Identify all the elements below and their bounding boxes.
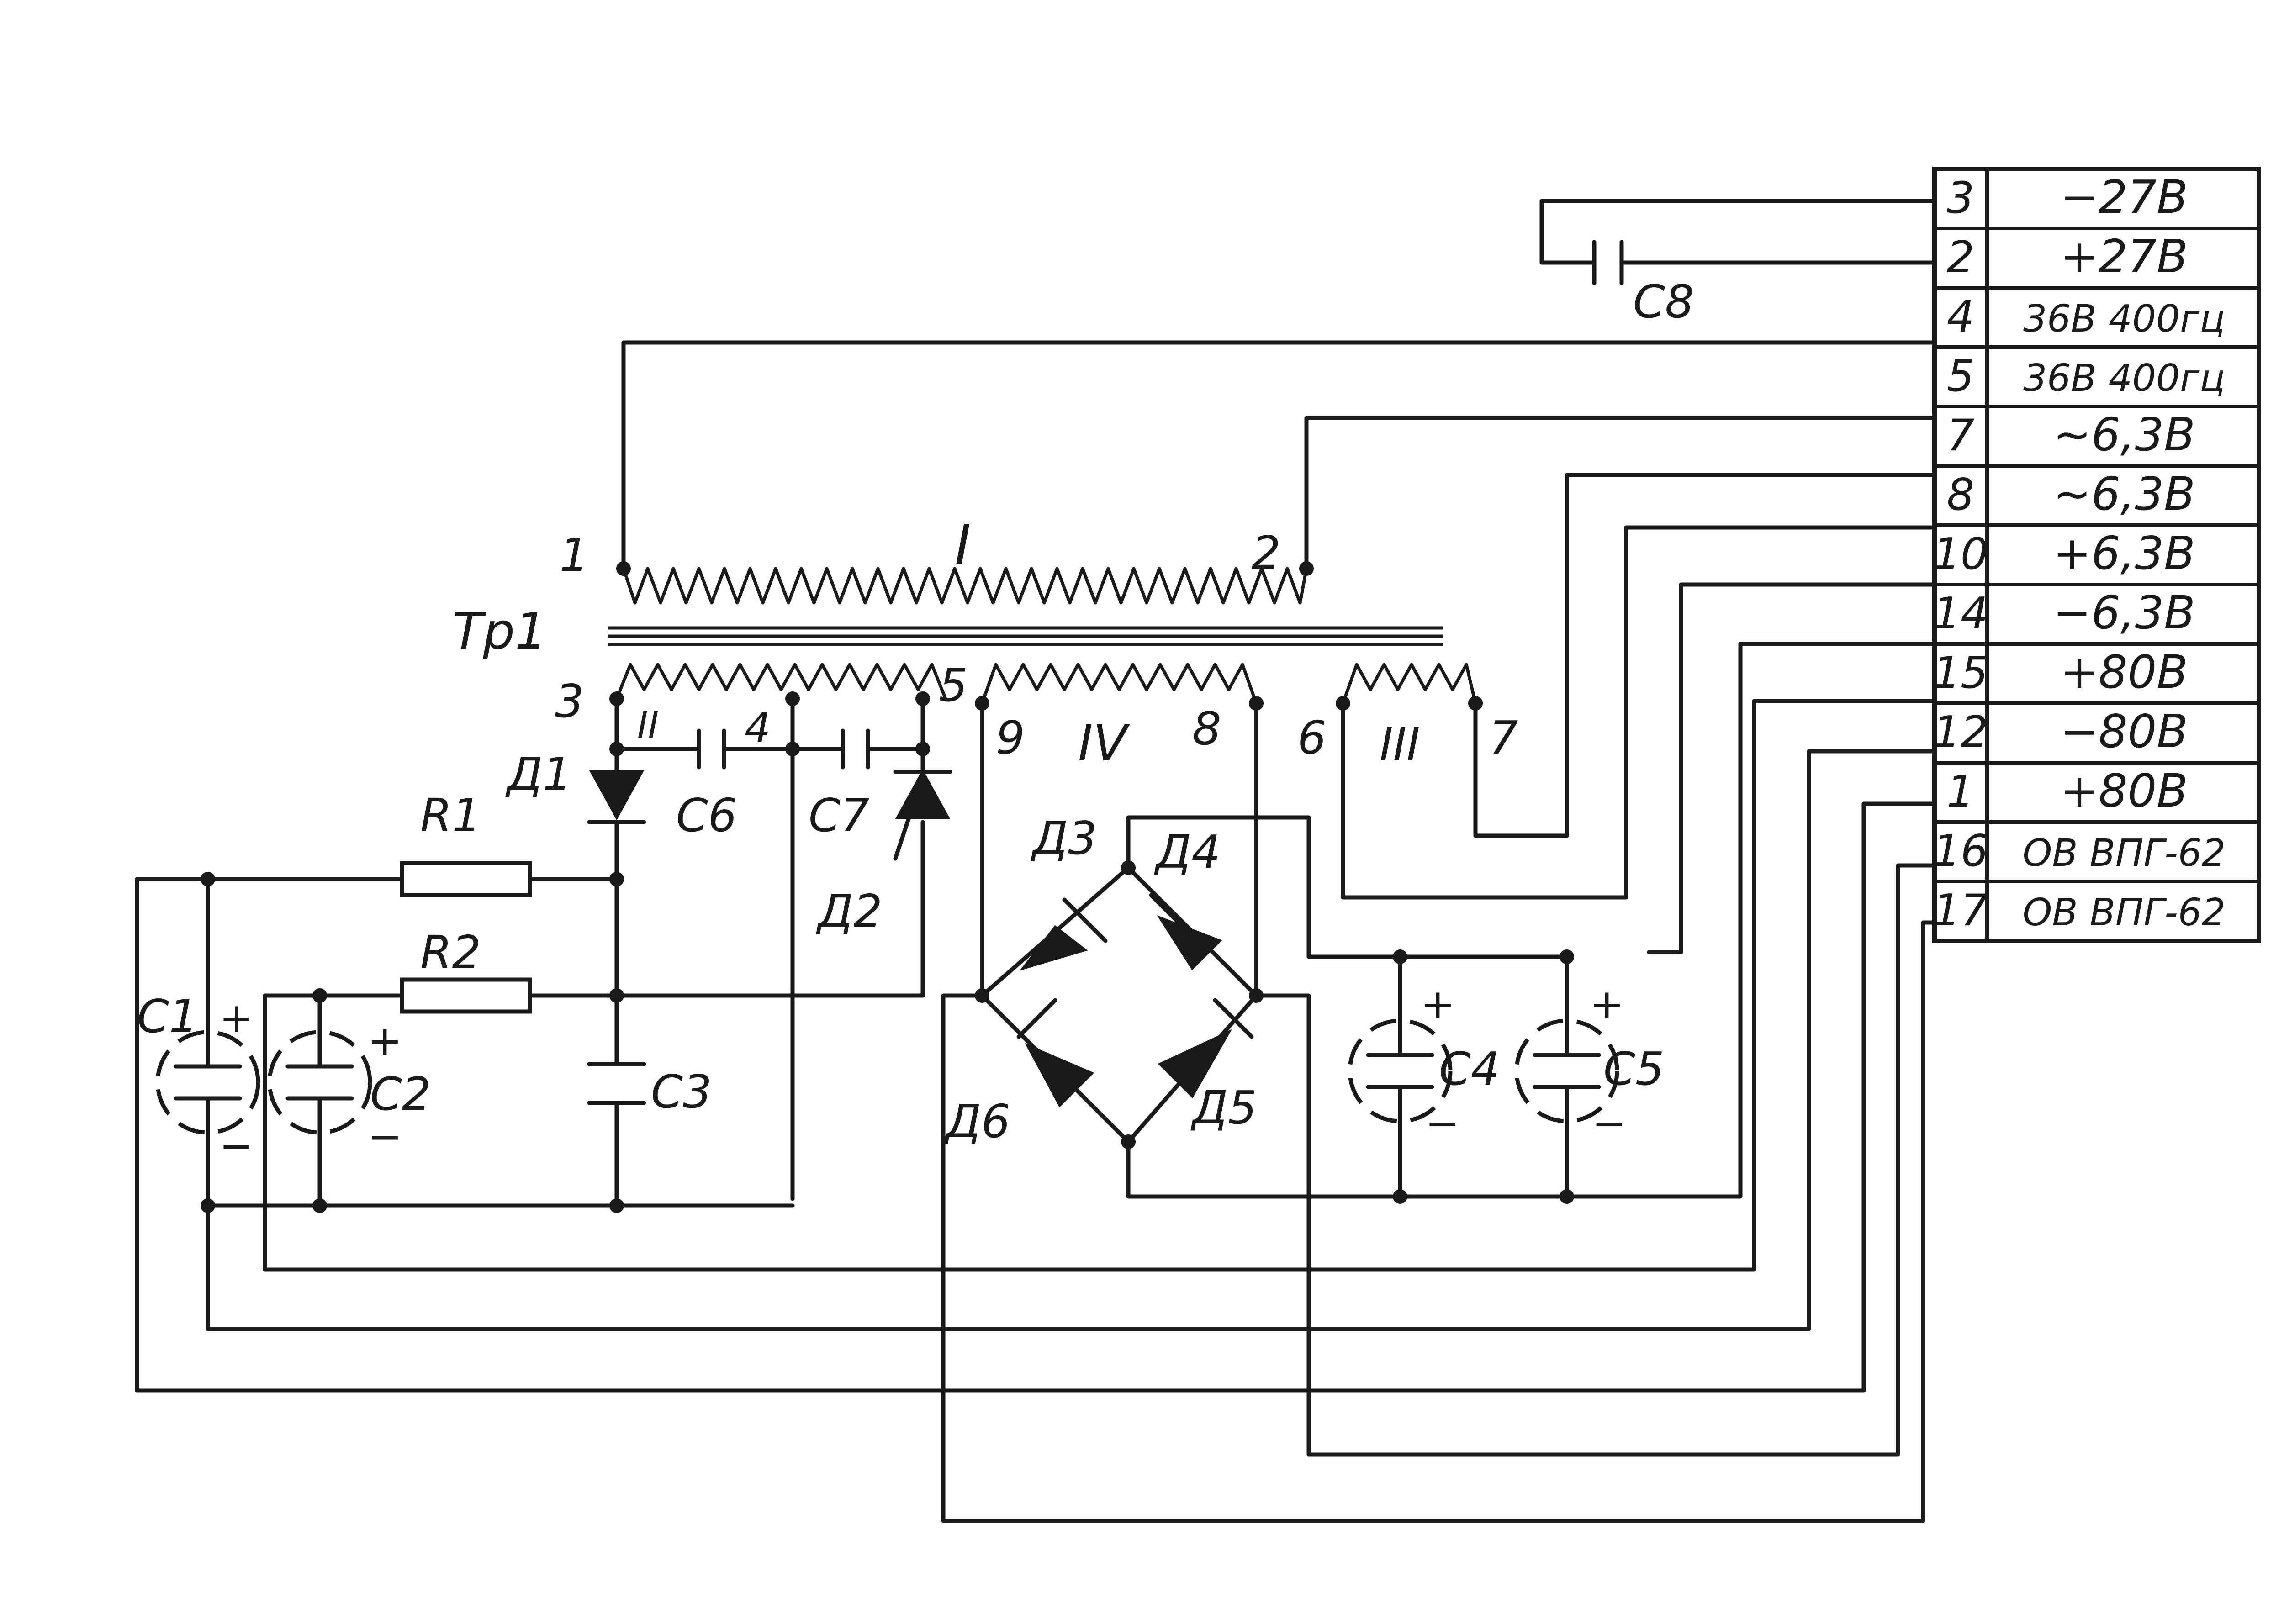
c1-label: C1 <box>137 990 198 1043</box>
c1-plus: + <box>219 994 254 1042</box>
c2-minus: − <box>368 1113 402 1161</box>
terminal-pin-4: 4 <box>1947 292 1974 342</box>
d2-label: Д2 <box>816 885 883 938</box>
terminal-label-7: ∼6,3В <box>2053 408 2195 461</box>
c6-label: C6 <box>676 789 737 842</box>
terminal-label-8: ∼6,3В <box>2053 467 2195 521</box>
capacitor-c1 <box>155 1030 260 1135</box>
c5-minus: − <box>1592 1099 1626 1147</box>
diode-d3 <box>1019 897 1108 971</box>
pin-6-label: 6 <box>1297 711 1327 765</box>
components <box>155 240 1624 1135</box>
pin-1-label: 1 <box>560 528 589 582</box>
diode-d2 <box>893 769 952 861</box>
capacitor-c6 <box>697 728 726 770</box>
pin-8-label: 8 <box>1192 702 1221 755</box>
terminal-pin-1: 1 <box>1947 767 1974 817</box>
wiring <box>135 199 1937 1523</box>
r2-label: R2 <box>420 926 481 979</box>
terminal-block: 3 −27В 2 +27В 4 36В 400гц 5 36В 400гц 7 ∼6,3В 8 ∼6,… <box>1932 167 2261 943</box>
c4-minus: − <box>1425 1099 1459 1147</box>
capacitor-c3 <box>587 1062 646 1105</box>
d1-label: Д1 <box>505 748 572 801</box>
terminal-pin-8: 8 <box>1947 470 1974 520</box>
c3-label: C3 <box>651 1065 712 1118</box>
terminal-pin-2: 2 <box>1947 232 1974 283</box>
winding-iii-label: III <box>1380 718 1420 771</box>
terminal-label-17: ОВ ВПГ-62 <box>2023 891 2226 934</box>
diode-d4 <box>1149 893 1222 970</box>
c4-label: C4 <box>1439 1042 1500 1096</box>
terminal-label-2: +27В <box>2060 230 2188 283</box>
terminal-pin-17: 17 <box>1933 886 1988 936</box>
terminal-label-4: 36В 400гц <box>2023 297 2225 341</box>
d5-label: Д5 <box>1190 1081 1257 1134</box>
capacitor-c8 <box>1592 240 1624 285</box>
terminal-label-10: +6,3В <box>2053 527 2195 580</box>
terminal-pin-15: 15 <box>1933 648 1988 698</box>
diode-d1 <box>587 770 646 824</box>
pin-7-label: 7 <box>1489 711 1518 765</box>
terminal-pin-7: 7 <box>1947 411 1974 461</box>
terminal-pin-10: 10 <box>1933 529 1988 580</box>
pin-3-label: 3 <box>555 675 584 728</box>
c1-minus: − <box>219 1122 254 1170</box>
tr1-label: Тр1 <box>452 602 547 660</box>
c7-label: C7 <box>809 789 869 842</box>
c8-label: C8 <box>1633 275 1694 328</box>
winding-i <box>622 567 1308 605</box>
terminal-label-15: +80В <box>2060 645 2188 699</box>
capacitor-c2 <box>267 1030 372 1135</box>
terminal-label-14: −6,3В <box>2053 586 2195 639</box>
terminal-label-5: 36В 400гц <box>2023 357 2225 400</box>
junctions <box>201 561 1574 1213</box>
terminal-label-12: −80В <box>2060 705 2188 758</box>
c5-label: C5 <box>1603 1042 1664 1096</box>
resistor-r1 <box>400 861 532 897</box>
d3-label: Д3 <box>1031 812 1097 865</box>
c5-plus: + <box>1590 981 1624 1028</box>
pin-5-label: 5 <box>939 659 968 712</box>
terminal-pin-12: 12 <box>1933 707 1988 758</box>
c4-plus: + <box>1421 981 1455 1028</box>
diode-d5 <box>1158 998 1254 1098</box>
winding-ii <box>615 663 947 701</box>
terminal-pin-5: 5 <box>1947 351 1974 401</box>
winding-i-label: I <box>955 514 971 577</box>
diode-d6 <box>1016 998 1094 1107</box>
labels: Тр1 I II IV III 1 2 3 4 5 6 7 8 9 R1 R2 … <box>137 275 1694 1170</box>
terminal-pin-16: 16 <box>1933 826 1988 876</box>
terminal-pin-14: 14 <box>1933 589 1988 639</box>
d6-label: Д6 <box>944 1095 1010 1148</box>
terminal-label-3: −27В <box>2060 170 2188 224</box>
d4-label: Д4 <box>1154 825 1221 879</box>
winding-ii-label: II <box>637 704 659 746</box>
pin-9-label: 9 <box>996 711 1025 765</box>
resistor-r2 <box>400 977 532 1014</box>
r1-label: R1 <box>420 789 481 842</box>
terminal-pin-3: 3 <box>1947 173 1974 223</box>
winding-iv-label: IV <box>1078 714 1130 772</box>
c2-plus: + <box>368 1017 402 1065</box>
c2-label: C2 <box>370 1067 431 1121</box>
capacitor-c7 <box>841 728 870 770</box>
winding-iv <box>980 663 1258 705</box>
pin-2-label: 2 <box>1252 526 1281 580</box>
pin-4-label: 4 <box>745 704 771 752</box>
terminal-label-1: +80В <box>2060 764 2188 817</box>
winding-iii <box>1341 663 1477 705</box>
capacitor-c5 <box>1514 1018 1619 1123</box>
capacitor-c4 <box>1348 1018 1453 1123</box>
transformer-tr1 <box>608 567 1477 705</box>
terminal-label-16: ОВ ВПГ-62 <box>2023 832 2226 875</box>
